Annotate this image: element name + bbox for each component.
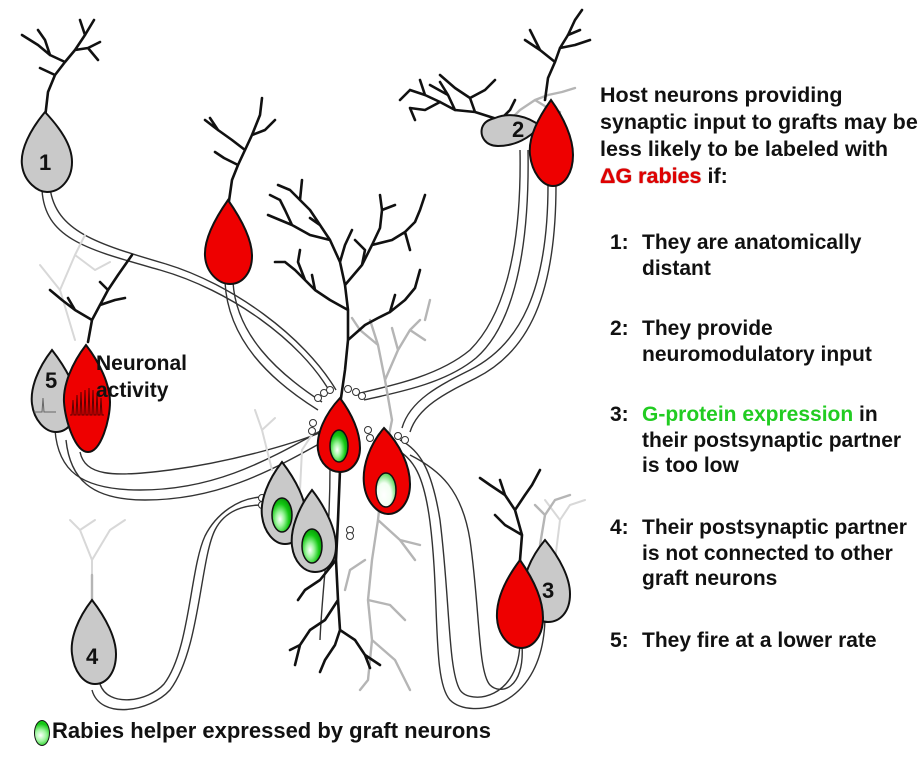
delta-g-rabies-label: ΔG rabies [600, 164, 702, 188]
reason-item-4: 4: Their postsynaptic partner is not con… [610, 515, 921, 592]
title-text-after: if: [702, 164, 728, 188]
reason-text: They provide neuromodulatory input [610, 316, 921, 367]
soma-label-2: 2 [512, 117, 524, 142]
soma-label-4: 4 [86, 644, 99, 669]
reason-number: 5: [610, 628, 629, 654]
reason-number: 2: [610, 316, 629, 342]
dendrite-neuron-1 [22, 20, 100, 118]
axon-red-mid [225, 282, 318, 410]
soma-label-5: 5 [45, 368, 57, 393]
reason-item-2: 2: They provide neuromodulatory input [610, 316, 921, 367]
dendrite-graft-central [268, 180, 425, 405]
soma-graft-central [318, 398, 360, 472]
soma-red-top [205, 200, 252, 284]
figure-caption-title: Host neurons providing synaptic input to… [600, 82, 920, 190]
axon-red-3 [410, 455, 522, 689]
reason-text: Their postsynaptic partner is not connec… [610, 515, 921, 592]
rabies-helper-1 [330, 430, 348, 462]
reason-item-5: 5: They fire at a lower rate [610, 628, 921, 654]
reason-text: They fire at a lower rate [610, 628, 921, 654]
dendrite-neuron-2 [400, 75, 515, 120]
rabies-helper-3 [272, 498, 292, 532]
reason-text-container: G-protein expression in their postsynapt… [610, 402, 921, 479]
reason-number: 1: [610, 230, 629, 256]
axon-neuron-4 [92, 505, 262, 710]
reason-item-1: 1: They are anatomically distant [610, 230, 921, 281]
rabies-helper-legend-icon [34, 720, 50, 746]
dendrite-red-2 [525, 10, 590, 100]
axon-group [42, 150, 556, 710]
soma-label-3: 3 [542, 578, 554, 603]
rabies-helper-2 [376, 473, 396, 507]
title-text-before: Host neurons providing synaptic input to… [600, 83, 918, 161]
soma-label-1: 1 [39, 150, 51, 175]
dendrite-neuron-3 [480, 470, 540, 560]
reason-number: 4: [610, 515, 629, 541]
axon-neuron-3 [400, 440, 520, 697]
g-protein-expression-label: G-protein expression [642, 403, 853, 426]
legend-label: Rabies helper expressed by graft neurons [52, 718, 491, 744]
reason-number: 3: [610, 402, 629, 428]
rabies-helper-4 [302, 529, 322, 563]
reason-text: They are anatomically distant [610, 230, 921, 281]
axon-neuron-2 [360, 150, 520, 393]
soma-red-2 [530, 100, 573, 186]
reason-item-3: 3: G-protein expression in their postsyn… [610, 402, 921, 479]
dendrite-red-top [205, 98, 275, 208]
soma-neuron-4 [72, 600, 116, 684]
neuronal-activity-label: Neuronal activity [96, 350, 206, 404]
